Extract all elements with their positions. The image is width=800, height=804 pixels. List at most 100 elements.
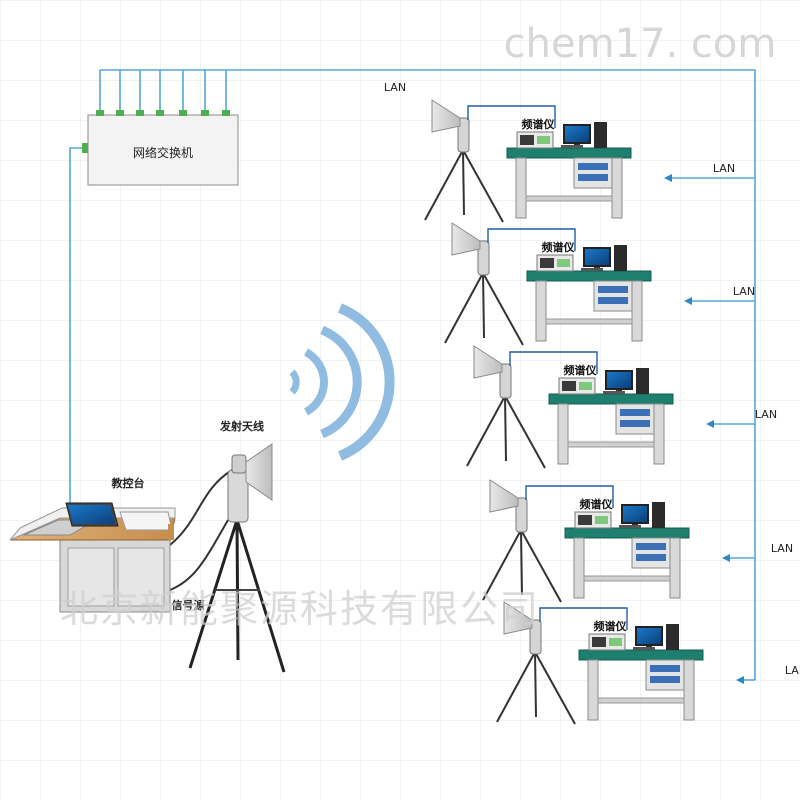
tripod-leg [534,651,537,718]
desk-leg [683,659,695,721]
tx-antenna-label: 发射天线 [219,419,264,433]
monitor-screen [585,249,609,265]
switch-port [136,110,144,116]
receiving-stations: 频谱仪LAN频谱仪LAN频谱仪LAN频谱仪LAN频谱仪LAN [424,99,800,725]
spectrum-analyzer-label: 频谱仪 [564,363,598,377]
desk-leg [631,280,643,342]
desk-top [548,393,674,405]
control-console [9,502,176,613]
horn-antenna [503,601,533,635]
monitor-screen [607,372,631,388]
switch-port [222,110,230,116]
lan-arrow-head [684,297,692,305]
lan-label: LAN [713,162,735,175]
desk-drawer [578,163,608,170]
station: 频谱仪 LAN [424,99,755,223]
lan-arrow-head [722,554,730,562]
watermark-top: chem17. com [504,21,777,67]
desk-drawer-unit [631,537,671,569]
spectrum-analyzer-label: 频谱仪 [542,240,576,254]
rf-cable [467,105,556,128]
switch-port [201,110,209,116]
desk-drawer [598,286,628,293]
rf-cable [509,351,598,374]
transmit-antenna [169,443,286,673]
desk-drawer [650,676,680,683]
desk-drawer-unit [593,280,633,312]
tripod-leg [462,149,465,216]
signal-source-label: 信号源 [172,598,205,612]
wireless-signal-icon [289,303,395,461]
desk-rail [597,697,685,704]
desk-leg [669,537,681,599]
monitor-screen [637,628,661,644]
desk-leg [573,537,585,599]
switch-port [116,110,124,116]
desk-top [578,649,704,661]
horn-antenna [451,222,481,256]
pc-tower [614,245,627,271]
horn-antenna [473,345,503,379]
pc-tower [594,122,607,148]
horn-antenna [431,99,461,133]
station: 频谱仪 LAN [496,601,800,725]
keyboard [603,391,625,394]
tripod-leg [482,272,524,346]
switch-port [96,110,104,116]
monitor-screen [623,506,647,522]
spectrum-analyzer-label: 频谱仪 [594,619,628,633]
switch-port [179,110,187,116]
desk-leg [587,659,599,721]
station: 频谱仪 LAN [482,479,793,603]
tripod-leg [424,149,464,221]
keyboard [619,525,641,528]
lan-label: LAN [771,542,793,555]
analyzer-keypad [595,516,608,524]
lan-backbone-cable [100,69,756,680]
desk-rail [567,441,655,448]
tripod-leg [496,651,536,723]
pc-tower [636,368,649,394]
desk-leg [557,403,569,465]
spectrum-analyzer-label: 频谱仪 [522,117,556,131]
desk-leg [611,157,623,219]
network-switch: 网络交换机 [82,70,239,186]
keyboard [561,145,583,148]
pc-tower [652,502,665,528]
desk-rail [525,195,613,202]
pc-tower [666,624,679,650]
console-uplink-cable [69,147,86,505]
lan-arrow-head [736,676,744,684]
rf-cable [487,228,576,251]
network-cables [69,69,756,680]
tripod-leg [482,272,485,339]
horn-antenna [489,479,519,513]
antenna-mount [477,240,490,276]
tripod-leg [520,529,562,603]
lan-label-top: LAN [384,81,406,94]
tripod-leg [520,529,523,596]
tripod-leg [444,272,484,344]
keyboard [633,647,655,650]
analyzer-screen [562,381,576,391]
lan-arrow-head [706,420,714,428]
analyzer-keypad [537,136,550,144]
tripod-leg [504,395,507,462]
monitor-screen [565,126,589,142]
antenna-mount [529,619,542,655]
analyzer-keypad [579,382,592,390]
desk-drawer [578,174,608,181]
switch-label: 网络交换机 [133,145,193,160]
analyzer-screen [540,258,554,268]
spectrum-analyzer-label: 频谱仪 [580,497,614,511]
lan-label: LAN [785,664,800,677]
switch-port [156,110,164,116]
desk-rail [583,575,671,582]
desk-drawer [620,420,650,427]
tripod-leg [462,149,504,223]
desk-top [564,527,690,539]
